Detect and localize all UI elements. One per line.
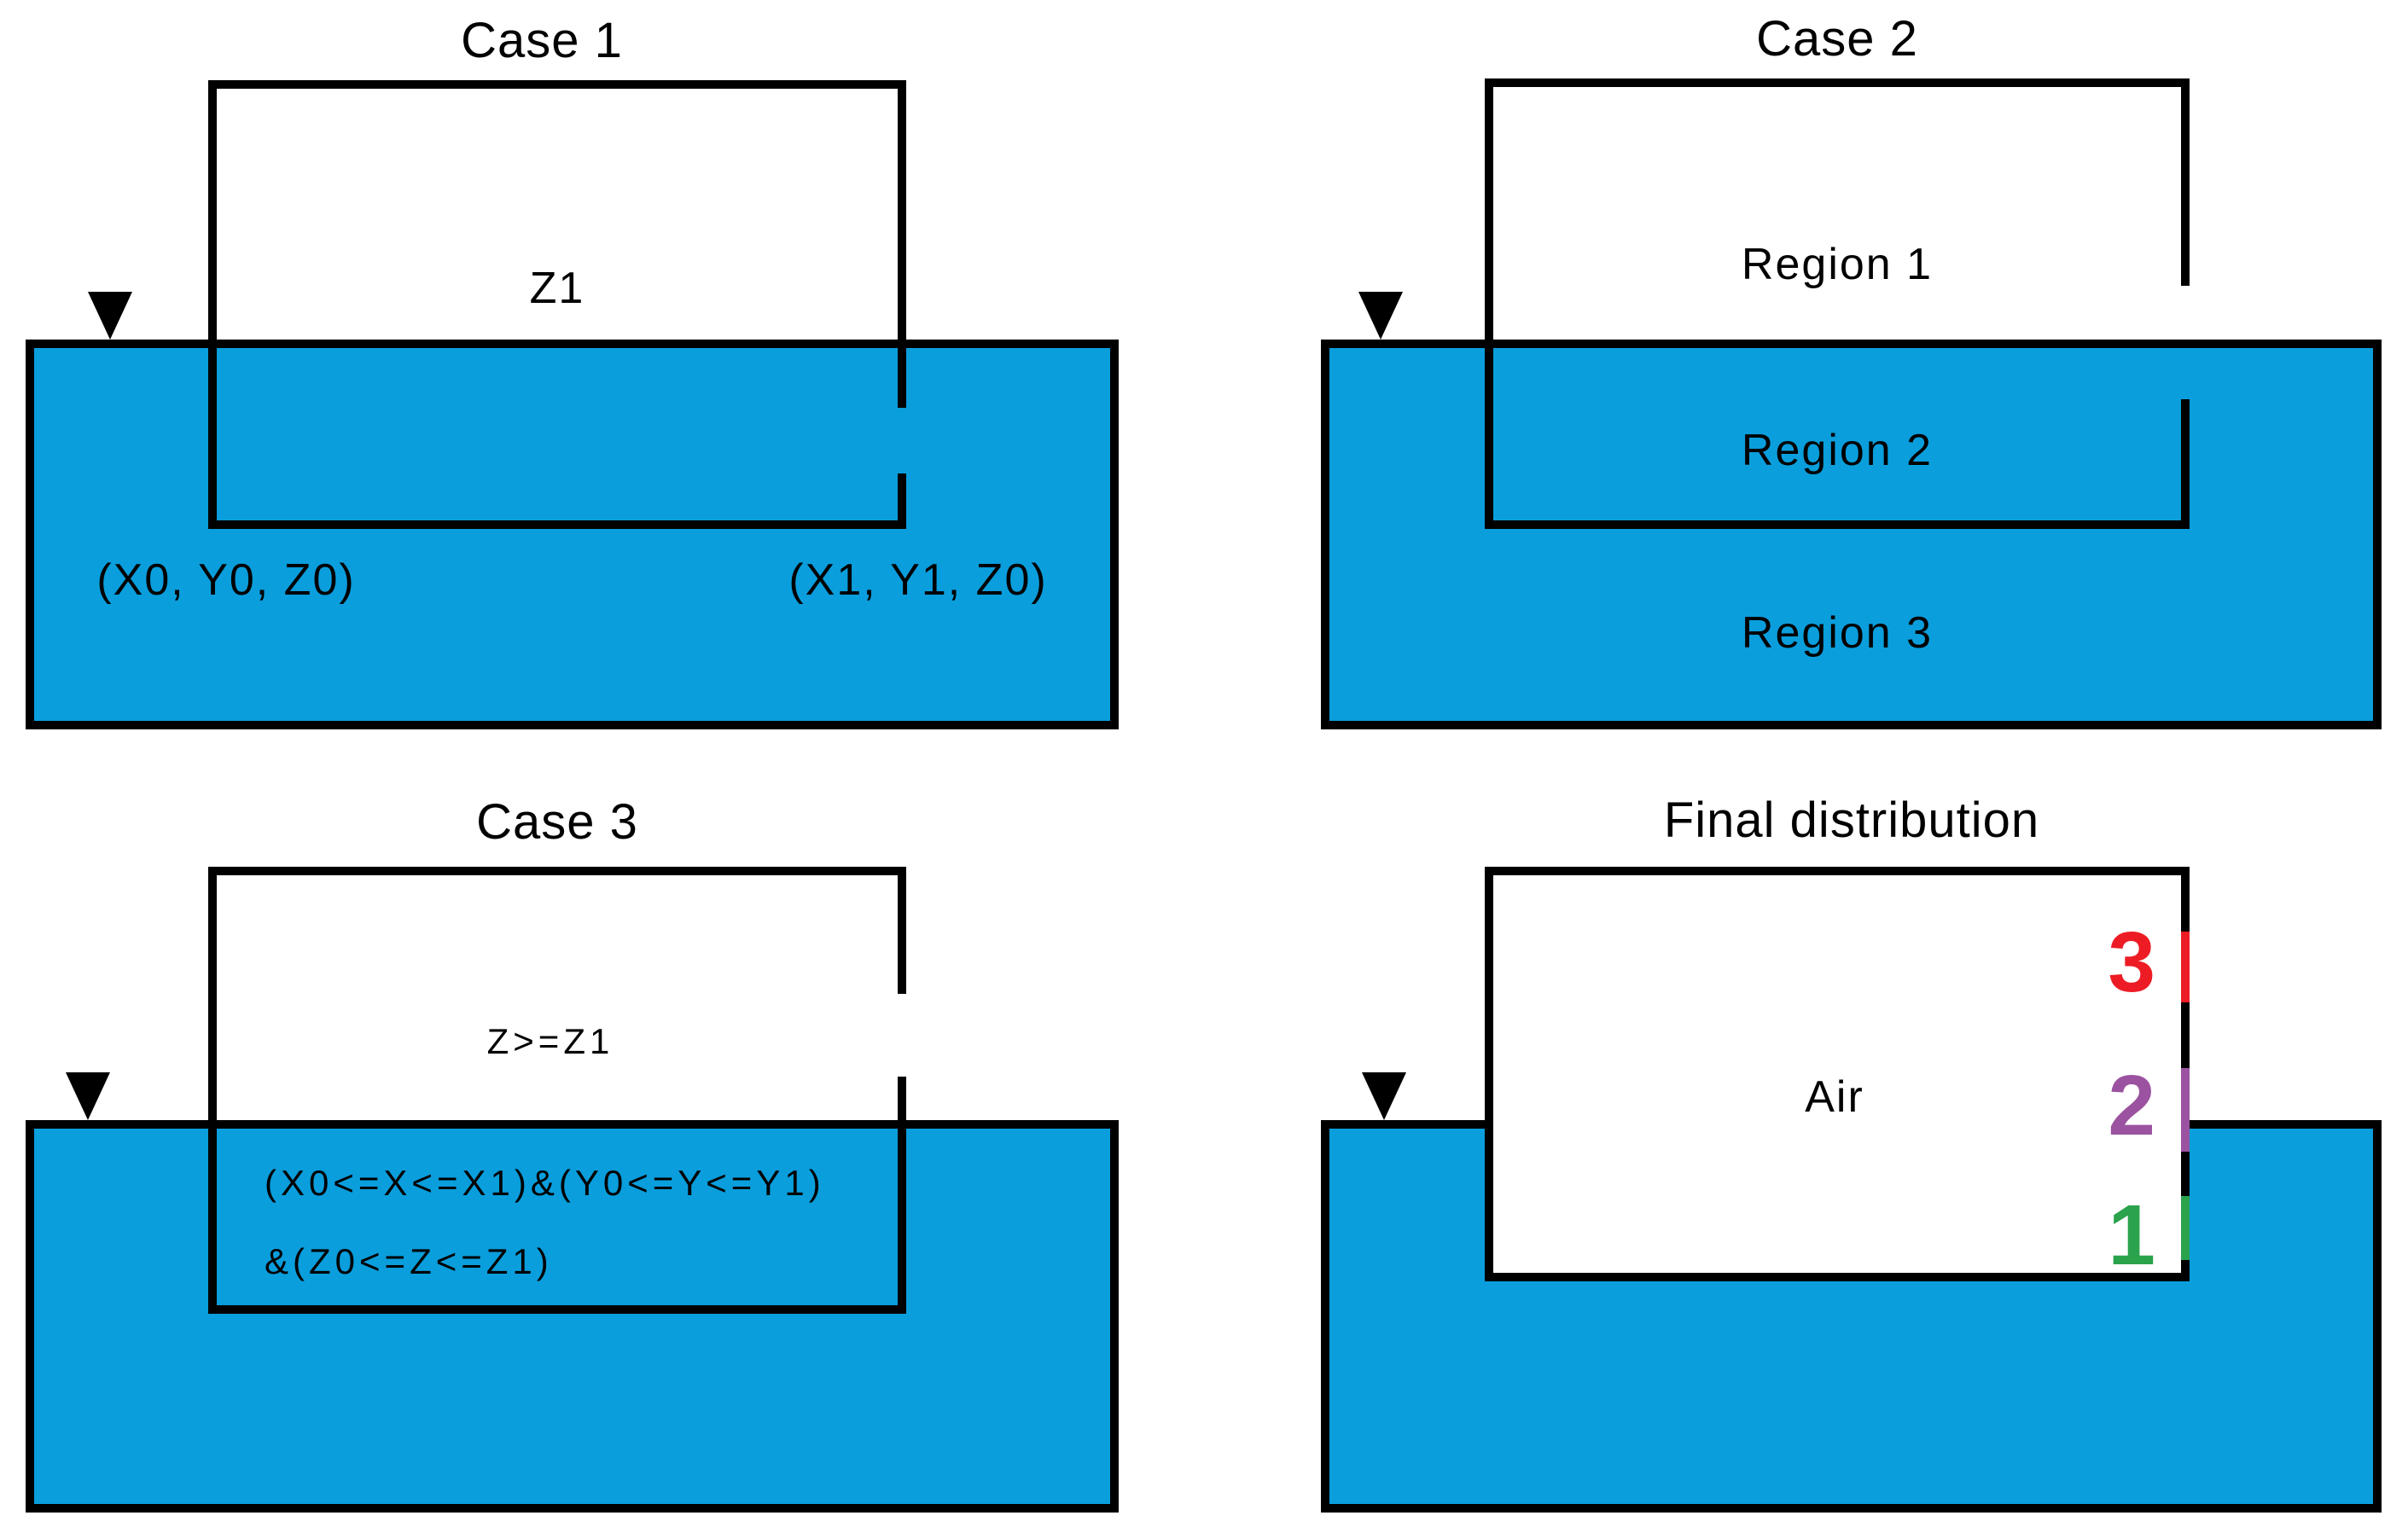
panel-title: Case 1 (461, 13, 623, 68)
waterline-triangle-icon (1362, 1072, 1406, 1120)
marker-segment-purple (2181, 1068, 2190, 1152)
sample-box-top-border (208, 867, 906, 875)
water-body (26, 340, 1119, 729)
sample-box-right-border-segment (2181, 1260, 2190, 1281)
region1-label: Region 1 (1741, 240, 1934, 289)
region2-label: Region 2 (1741, 426, 1934, 475)
box-condition-line1: (X0<=X<=X1)&(Y0<=Y<=Y1) (265, 1163, 825, 1203)
marker-segment-green (2181, 1196, 2190, 1260)
sample-box-top-border (1485, 78, 2190, 87)
panel-title: Final distribution (1663, 793, 2040, 848)
air-label: Air (1805, 1072, 1864, 1122)
sample-box-right-border-lower (898, 473, 906, 529)
region3-label: Region 3 (1741, 608, 1934, 658)
sample-box-right-border-segment (2181, 867, 2190, 932)
corner-coordinate-left: (X0, Y0, Z0) (96, 555, 356, 605)
sample-box-bottom-border (1485, 1273, 2190, 1281)
sample-box-right-border-lower (2181, 399, 2190, 529)
sample-box-right-border-upper (898, 867, 906, 994)
air-condition-label: Z>=Z1 (486, 1021, 614, 1061)
marker-1-label: 1 (2108, 1187, 2155, 1283)
water-body (26, 1120, 1119, 1513)
depth-label-z1: Z1 (529, 264, 585, 313)
marker-3-label: 3 (2108, 915, 2155, 1010)
waterline-triangle-icon (66, 1072, 110, 1120)
sample-box-bottom-border (1485, 520, 2190, 529)
sample-box-left-border (1485, 867, 1493, 1281)
sample-box-bottom-border (208, 520, 906, 529)
marker-2-label: 2 (2108, 1058, 2155, 1153)
sample-box-left-border (208, 80, 217, 529)
box-condition-line2: &(Z0<=Z<=Z1) (265, 1241, 553, 1281)
sample-box-right-border-segment (2181, 1152, 2190, 1196)
air-box-interior (1488, 867, 2190, 1281)
sample-box-left-border (208, 867, 217, 1314)
sample-box-right-border-upper (898, 80, 906, 408)
panel-title: Case 2 (1756, 11, 1918, 67)
sample-box-bottom-border (208, 1305, 906, 1314)
panel-title: Case 3 (476, 794, 638, 850)
waterline-triangle-icon (1358, 292, 1403, 340)
sample-box-top-border (208, 80, 906, 89)
marker-segment-red (2181, 932, 2190, 1002)
sample-box-right-border-upper (2181, 78, 2190, 286)
sample-box-left-border (1485, 78, 1493, 529)
corner-coordinate-right: (X1, Y1, Z0) (788, 555, 1048, 605)
sample-box-right-border-segment (2181, 1002, 2190, 1068)
sample-box-top-border (1485, 867, 2190, 875)
waterline-triangle-icon (88, 292, 132, 340)
sample-box-right-border-lower (898, 1077, 906, 1314)
water-body (1321, 340, 2382, 729)
